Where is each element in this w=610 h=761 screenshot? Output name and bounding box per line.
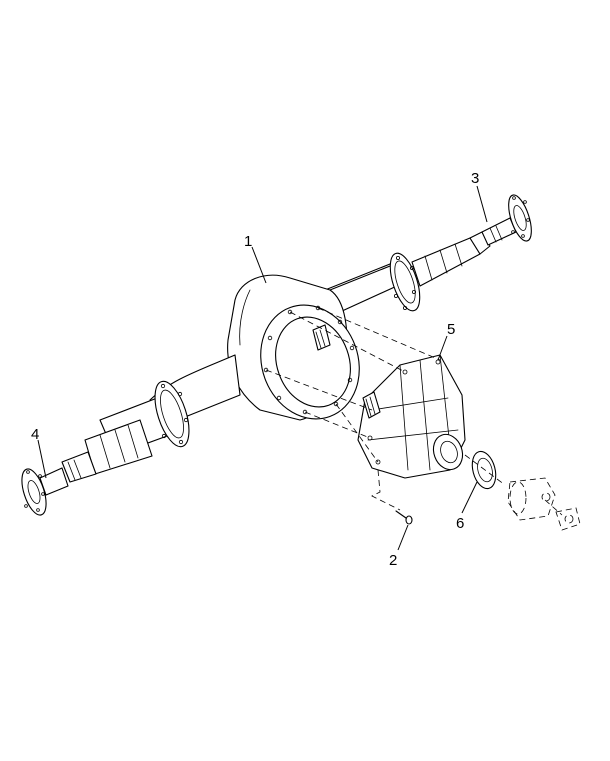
callout-4: 4 — [31, 426, 39, 443]
differential-carrier — [357, 354, 466, 479]
right-axle-shaft — [481, 194, 532, 246]
companion-flange — [464, 454, 581, 531]
callout-leaders — [37, 185, 488, 551]
pinion-seal — [471, 450, 497, 490]
carrier-bolt — [395, 510, 413, 525]
assembly-guide-lines — [265, 307, 441, 511]
axle-housing — [61, 231, 491, 483]
callout-2: 2 — [389, 552, 397, 569]
callout-6: 6 — [456, 515, 464, 532]
callout-3: 3 — [471, 170, 479, 187]
callout-5: 5 — [447, 321, 455, 338]
left-axle-shaft — [21, 467, 69, 516]
callout-1: 1 — [244, 233, 252, 250]
